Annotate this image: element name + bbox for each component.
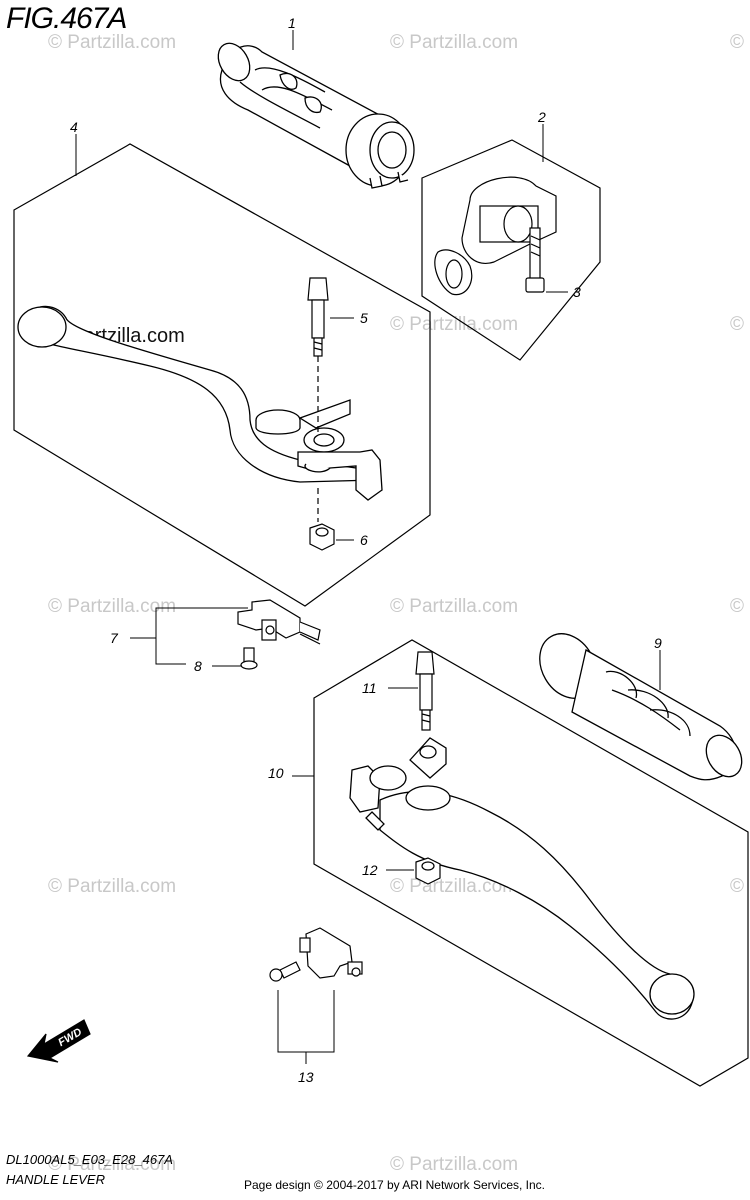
watermark-text: © Partzilla.com (730, 876, 750, 897)
watermark-layer: © Partzilla.com © Partzilla.com © Partzi… (48, 32, 750, 1175)
clutch-lever-part (349, 737, 695, 1020)
forward-direction-arrow: FWD (26, 1019, 91, 1063)
grip-left-part (539, 633, 743, 781)
watermark-text: © Partzilla.com (730, 596, 750, 617)
callout-number: 4 (70, 119, 78, 135)
screw-part-3 (525, 227, 545, 293)
watermark-text: © Partzilla.com (48, 876, 176, 897)
watermark-text: © Partzilla.com (730, 314, 750, 335)
callout-number: 8 (194, 658, 202, 674)
watermark-text: © Partzilla.com (390, 596, 518, 617)
screw-part-8 (240, 647, 258, 670)
callout-bracket (277, 990, 335, 1053)
watermark-text: © Partzilla.com (390, 32, 518, 53)
callout-number: 11 (362, 680, 377, 696)
watermark-text: © Partzilla.com (48, 32, 176, 53)
brake-lever-part (17, 305, 383, 501)
callout-number: 12 (362, 862, 378, 878)
front-stop-switch-part (237, 599, 321, 645)
figure-title: FIG.467A (6, 2, 127, 35)
figure-code: DL1000AL5_E03_E28_467A (6, 1152, 173, 1167)
callout-bracket (155, 607, 248, 665)
callout-number: 9 (654, 635, 662, 651)
callout-number: 7 (110, 630, 119, 646)
watermark-text: © Partzilla.com (48, 596, 176, 617)
leader-lines (75, 30, 661, 871)
nut-part-12 (415, 857, 441, 885)
callout-number: 10 (268, 765, 284, 781)
watermark-text: © Partzilla.com (48, 1154, 176, 1175)
grip-right-part (217, 42, 415, 189)
watermark-text: © Partzilla.com (730, 32, 750, 53)
callout-number: 1 (288, 15, 296, 31)
pivot-bolt-part-11 (415, 651, 435, 731)
watermark-text: © Partzilla.com (390, 314, 518, 335)
pivot-bolt-part-5 (307, 277, 329, 522)
nut-part-6 (309, 523, 335, 551)
callout-number: 6 (360, 532, 368, 548)
figure-name: HANDLE LEVER (6, 1172, 105, 1187)
callout-number: 13 (298, 1069, 314, 1085)
clutch-lever-assembly-box (313, 639, 749, 1087)
brake-lever-assembly-box (13, 143, 431, 607)
callout-number: 5 (360, 310, 368, 326)
copyright-notice: Page design © 2004-2017 by ARI Network S… (244, 1178, 546, 1192)
callout-labels: 1 2 3 4 5 6 7 8 9 10 11 12 13 (70, 15, 662, 1085)
callout-number: 2 (537, 109, 546, 125)
clutch-switch-part (269, 927, 363, 982)
watermark-text: © Partzilla.com (390, 1154, 518, 1175)
callout-number: 3 (573, 284, 581, 300)
